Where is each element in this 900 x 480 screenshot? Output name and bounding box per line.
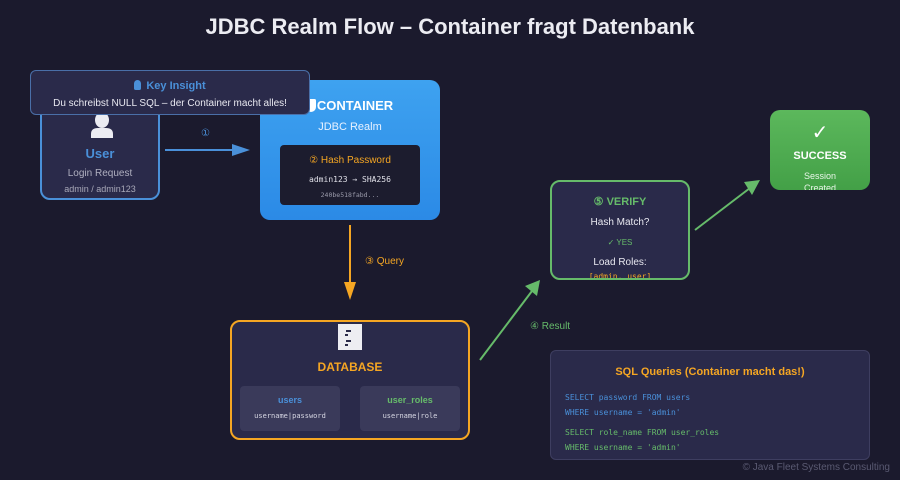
key-insight-box: Key Insight Du schreibst NULL SQL – der …	[30, 70, 310, 115]
success-title: SUCCESS	[793, 150, 847, 162]
arrow-database-to-verify	[479, 280, 540, 361]
key-insight-text: Du schreibst NULL SQL – der Container ma…	[53, 98, 287, 109]
step-4-label: ④ Result	[530, 321, 571, 332]
sql-query-1-line-1: SELECT password FROM users	[565, 393, 691, 402]
lightbulb-icon	[134, 80, 142, 90]
db-table-user-roles: user_roles username|role	[360, 386, 460, 431]
copyright-footer: © Java Fleet Systems Consulting	[742, 462, 890, 473]
verify-roles-label: Load Roles:	[593, 257, 647, 268]
check-icon: ✓	[811, 122, 829, 144]
verify-roles: [admin, user]	[588, 272, 652, 280]
sql-query-2-line-2: WHERE username = 'admin'	[565, 443, 681, 452]
sql-query-1-line-2: WHERE username = 'admin'	[565, 408, 681, 417]
success-subtitle-line1: Session	[803, 171, 837, 181]
sql-query-2-line-1: SELECT role_name FROM user_roles	[565, 428, 720, 437]
database-icon	[338, 324, 362, 350]
db-table-name: users	[277, 395, 303, 405]
shield-icon	[306, 99, 316, 112]
success-subtitle-line2: Created	[803, 183, 837, 190]
key-insight-title-text: Key Insight	[146, 80, 206, 92]
container-title: CONTAINER	[316, 98, 394, 113]
user-subtitle: Login Request	[67, 168, 133, 179]
database-title: DATABASE	[317, 360, 383, 374]
verify-result: ✓ YES	[607, 238, 633, 247]
db-table-name: user_roles	[387, 395, 433, 405]
diagram-title: JDBC Realm Flow – Container fragt Datenb…	[205, 14, 695, 39]
verify-box: ⑤ VERIFY Hash Match? ✓ YES Load Roles: […	[550, 180, 690, 280]
database-box: DATABASE users username|password user_ro…	[230, 320, 470, 440]
arrow-verify-to-success	[694, 180, 760, 231]
verify-question: Hash Match?	[590, 217, 650, 228]
verify-title: ⑤ VERIFY	[593, 196, 647, 208]
key-insight-title: Key Insight	[31, 80, 309, 92]
arrow-container-to-database	[344, 225, 356, 300]
hash-value: 240be518fabd...	[320, 191, 380, 199]
sql-queries-panel: SQL Queries (Container macht das!) SELEC…	[550, 350, 870, 460]
hash-password-panel: ② Hash Password admin123 → SHA256 240be5…	[280, 145, 420, 205]
container-subtitle: JDBC Realm	[318, 121, 382, 133]
user-box: User Login Request admin / admin123	[40, 100, 160, 200]
success-box: ✓ SUCCESS Session Created	[770, 110, 870, 190]
sql-title: SQL Queries (Container macht das!)	[615, 366, 805, 378]
hash-title: ② Hash Password	[309, 155, 391, 166]
user-credentials: admin / admin123	[64, 184, 136, 194]
hash-transform: admin123 → SHA256	[309, 175, 391, 184]
user-icon	[91, 112, 113, 138]
db-table-users: users username|password	[240, 386, 340, 431]
step-1-label: ①	[201, 128, 210, 139]
user-label: User	[85, 146, 115, 161]
db-table-columns: username|password	[254, 412, 326, 420]
db-table-columns: username|role	[382, 412, 438, 420]
step-3-label: ③ Query	[365, 256, 404, 267]
arrow-user-to-container	[165, 144, 250, 156]
success-subtitle: Session Created	[770, 170, 870, 190]
